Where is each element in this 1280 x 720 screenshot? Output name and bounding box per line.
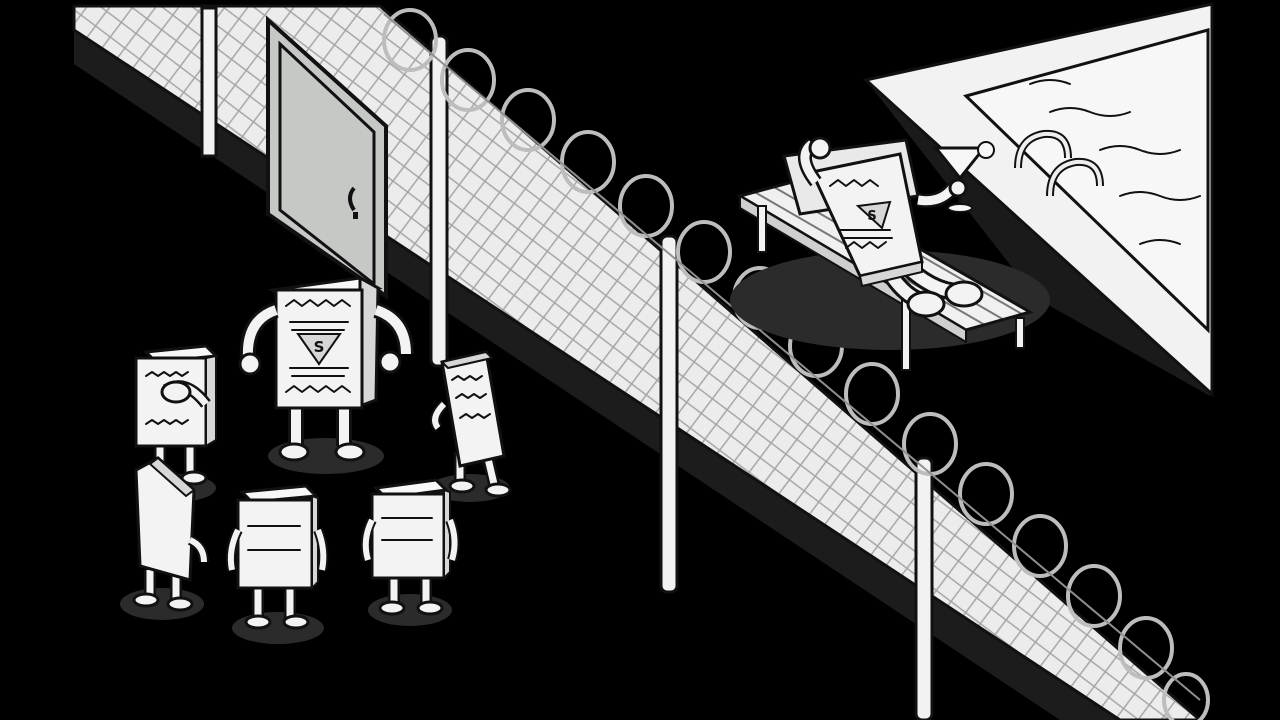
door-icon <box>266 15 388 300</box>
emblem-letter: S <box>314 338 325 356</box>
pool-ladder-icon <box>1014 129 1104 197</box>
character-blank-left <box>132 456 209 612</box>
character-side <box>430 350 512 498</box>
swimming-pool-icon <box>862 2 1214 398</box>
character-blank-middle <box>225 484 329 630</box>
emblem-letter: S <box>867 209 876 224</box>
hero-character: S <box>238 275 414 462</box>
character-blank-right <box>360 478 460 616</box>
character-facepalm <box>134 344 220 486</box>
superhero-emblem-icon: S <box>855 200 892 230</box>
superhero-emblem-icon: S <box>296 333 342 366</box>
relaxing-character: S <box>798 136 995 318</box>
fence-posts <box>200 6 934 720</box>
